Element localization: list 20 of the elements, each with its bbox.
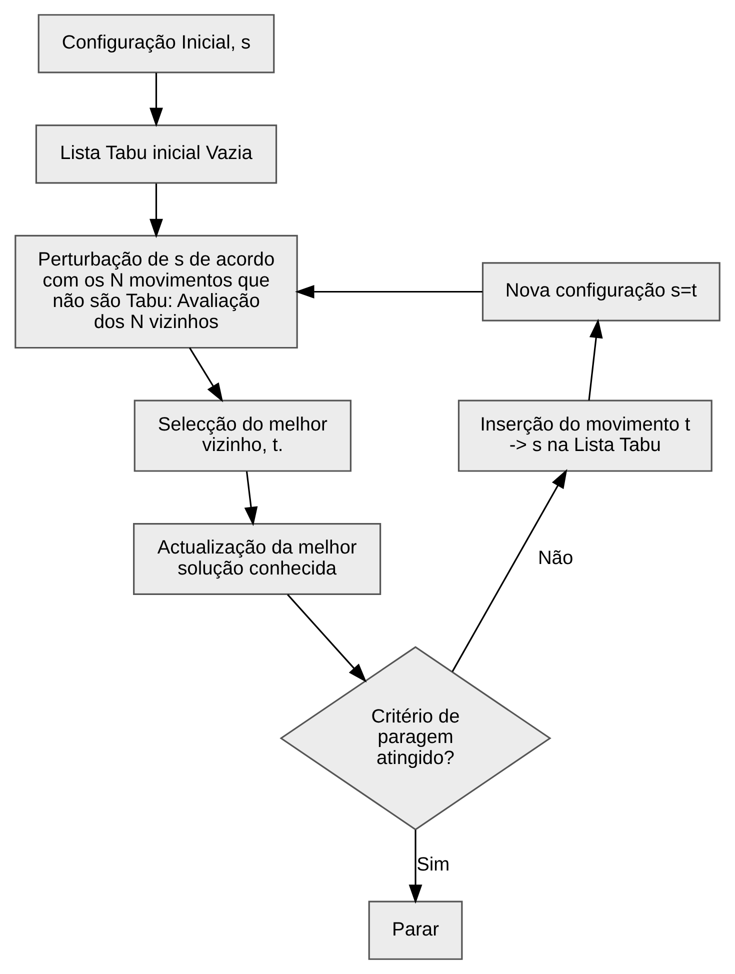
node-diamond: Critério de paragem atingido? <box>280 646 552 830</box>
edge-label: Sim <box>416 854 450 876</box>
edge-label: Não <box>538 548 574 569</box>
arrow <box>244 471 258 526</box>
arrow <box>287 594 367 682</box>
node-box: Parar <box>368 900 463 960</box>
node-box: Lista Tabu inicial Vazia <box>35 124 278 184</box>
node-box: Inserção do movimento t -> s na Lista Tabu <box>458 400 712 472</box>
node-box: Nova configuração s=t <box>482 262 720 322</box>
node-box: Selecção do melhor vizinho, t. <box>134 400 352 472</box>
arrow <box>452 469 568 672</box>
arrow <box>295 285 483 298</box>
node-box: Configuração Inicial, s <box>38 14 275 74</box>
arrow <box>150 184 163 238</box>
node-box: Actualização da melhor solução conhecida <box>133 523 382 596</box>
arrow <box>188 347 224 402</box>
arrow <box>588 318 603 401</box>
arrow <box>408 830 422 904</box>
node-box: Perturbação de s de acordo com os N movimentos que não são Tabu: Avaliação dos N vizinhos <box>14 234 298 349</box>
arrow <box>150 72 163 128</box>
